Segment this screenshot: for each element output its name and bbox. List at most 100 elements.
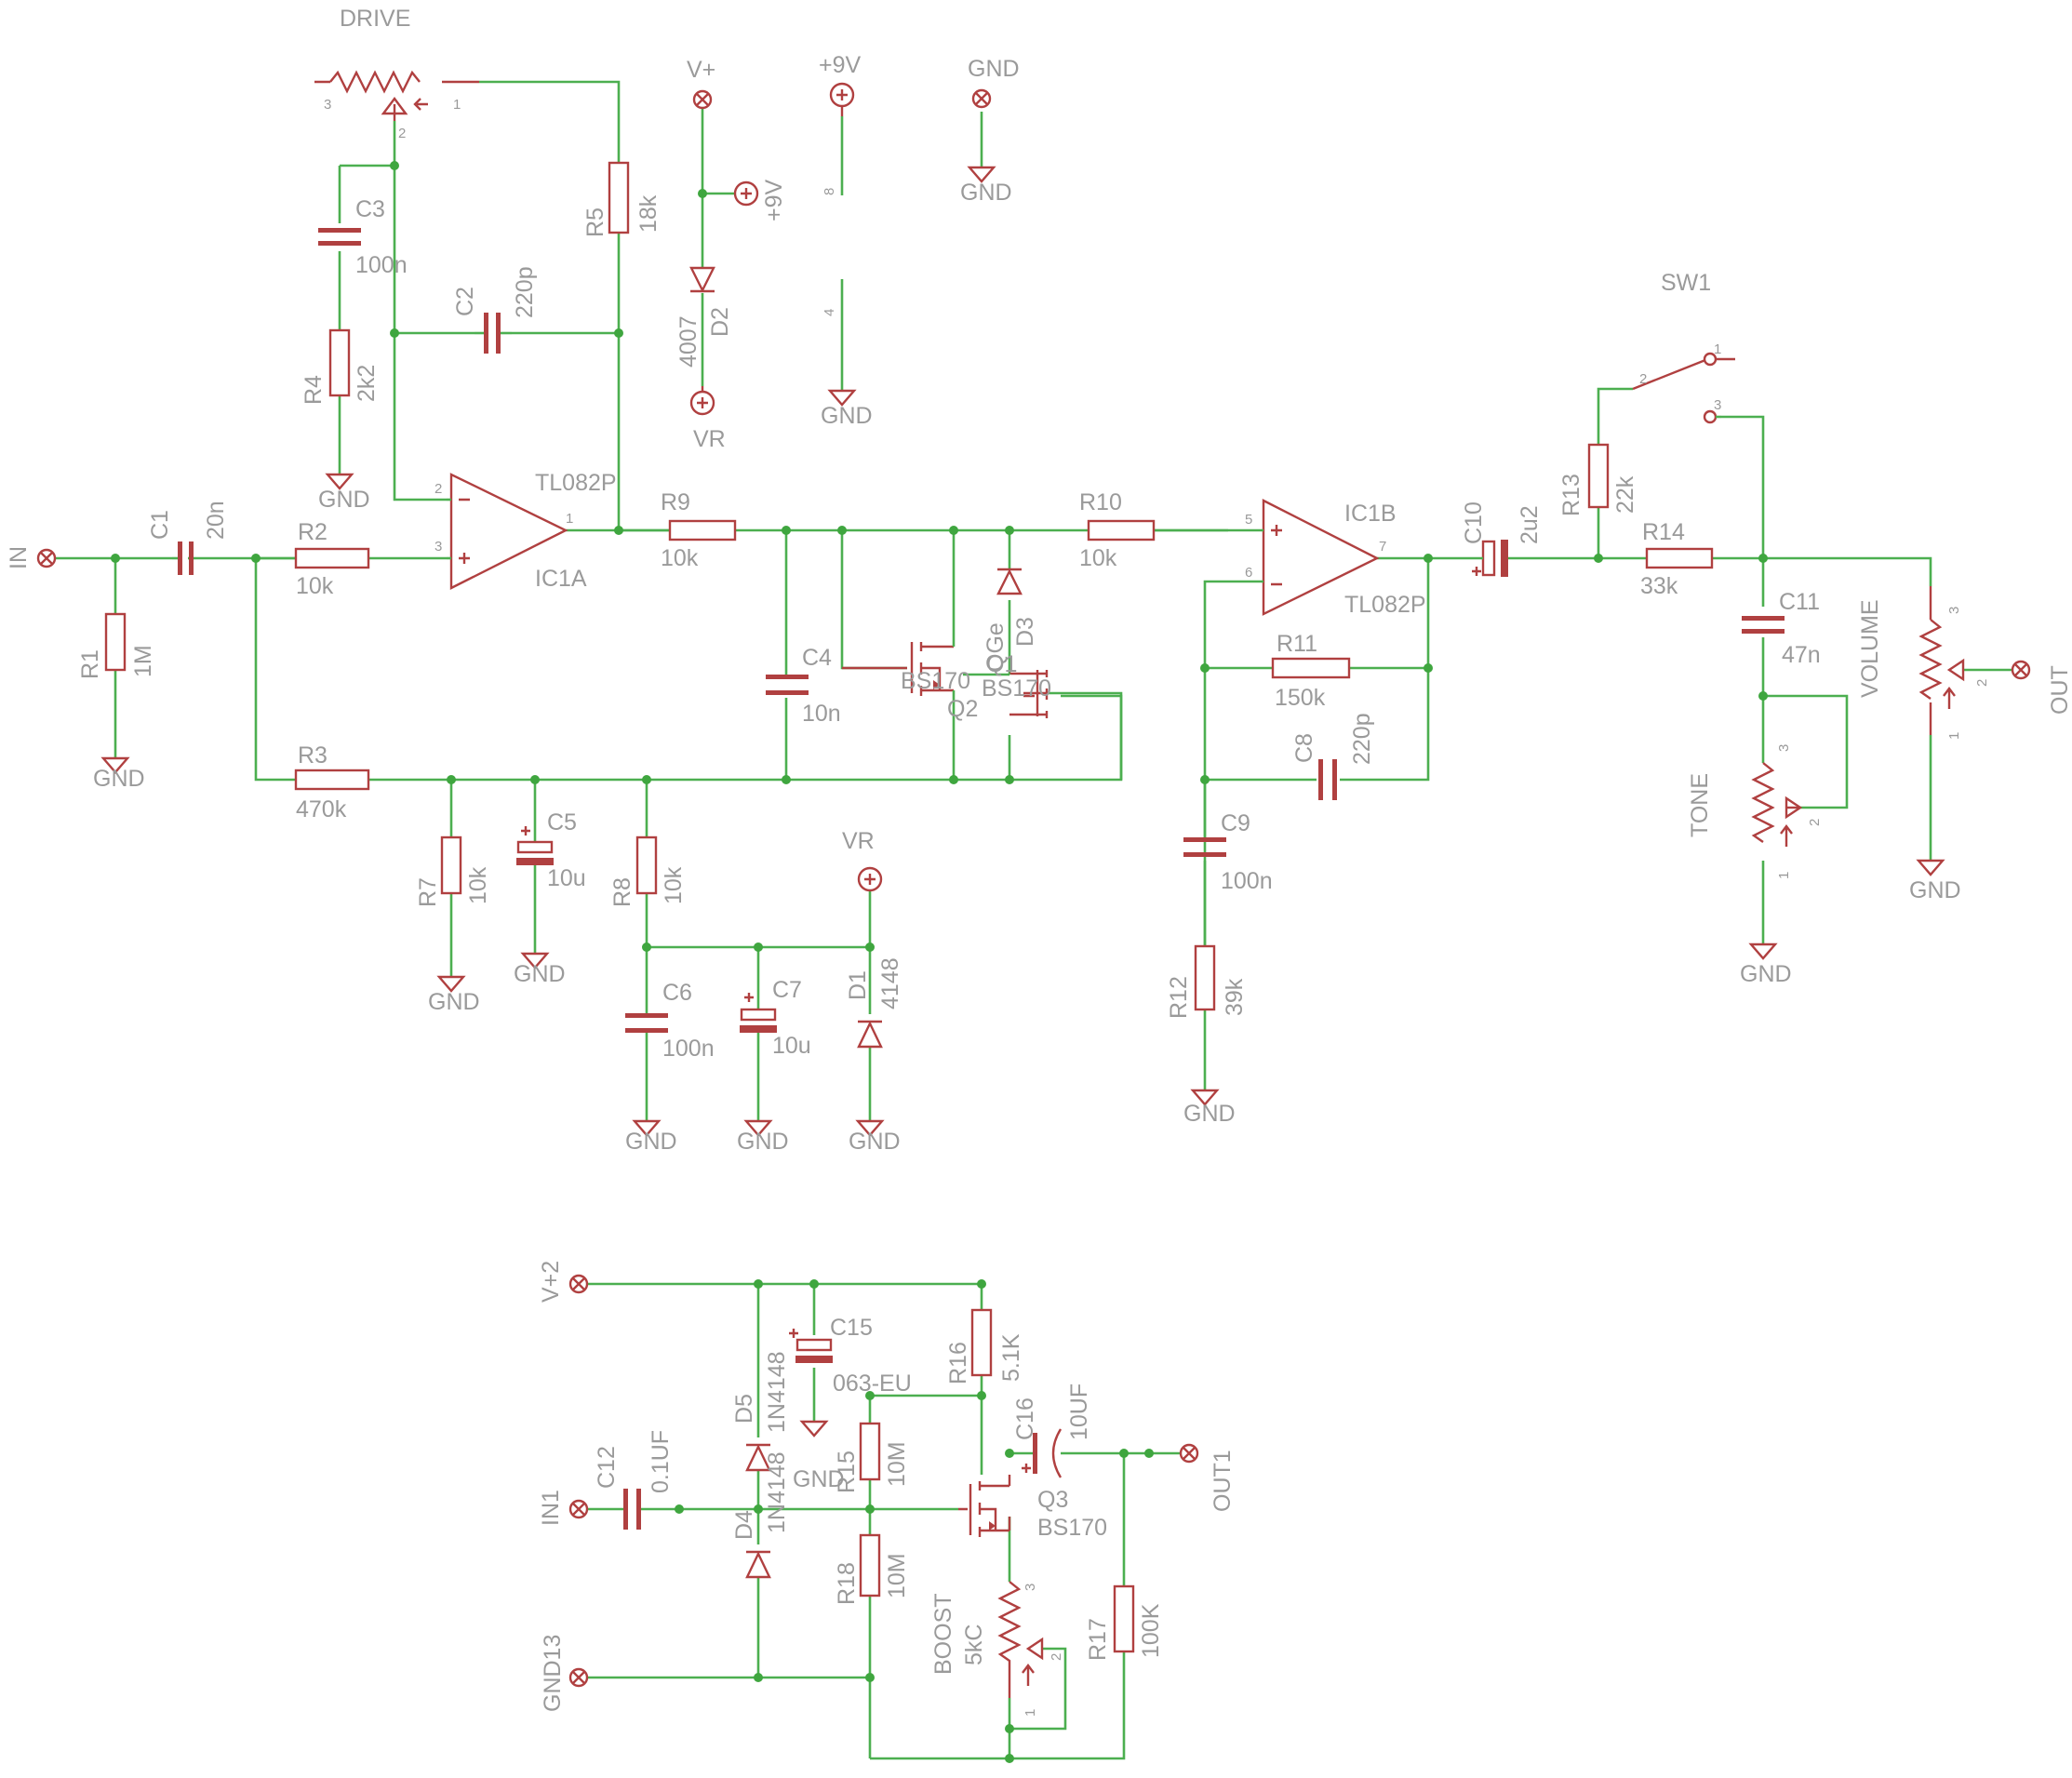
label-r16: R16	[945, 1342, 971, 1384]
label-r7-value: 10k	[465, 866, 491, 904]
q2-mosfet	[842, 633, 956, 716]
label-boost-pin2: 2	[1049, 1653, 1064, 1661]
label-sw1: SW1	[1661, 270, 1711, 296]
label-c12: C12	[594, 1446, 620, 1489]
vr-supply-symbol	[857, 866, 883, 892]
d1-diode	[857, 1020, 883, 1049]
label-r3: R3	[298, 742, 328, 769]
label-bs170-q2: BS170	[901, 668, 970, 694]
label-tone-pin1: 1	[1776, 872, 1792, 879]
label-vr-top: VR	[693, 426, 726, 452]
label-out: OUT	[2047, 665, 2072, 715]
label-c5: C5	[547, 809, 577, 836]
gnd13-terminal[interactable]	[568, 1667, 589, 1688]
label-gnd-ic: GND	[821, 403, 873, 429]
volume-pot[interactable]	[1918, 586, 1965, 735]
c6-symbol	[625, 1013, 668, 1033]
r5-body	[608, 161, 630, 234]
drive-pot[interactable]	[314, 70, 479, 121]
label-c10-value: 2u2	[1517, 505, 1543, 544]
label-c6-value: 100n	[662, 1036, 715, 1062]
label-d4: D4	[731, 1510, 757, 1540]
boost-pot[interactable]	[997, 1581, 1044, 1698]
out-terminal[interactable]	[2011, 660, 2031, 680]
ground-symbols	[100, 166, 1945, 1437]
c3-symbol	[318, 228, 361, 246]
label-c1-value: 20n	[203, 501, 229, 540]
label-ic1b: IC1B	[1344, 501, 1397, 527]
components	[36, 70, 2031, 1698]
label-gnd-c6: GND	[625, 1129, 677, 1155]
label-vplus2: V+2	[538, 1261, 564, 1303]
out1-terminal[interactable]	[1179, 1443, 1199, 1464]
label-r4: R4	[301, 375, 327, 405]
label-ic1b-pin6: 6	[1245, 565, 1252, 581]
r14-body	[1645, 547, 1714, 569]
label-c11: C11	[1779, 589, 1820, 615]
vplus2-terminal[interactable]	[568, 1274, 589, 1294]
label-q1: Q1	[986, 651, 1017, 677]
label-volume: VOLUME	[1857, 599, 1883, 698]
label-q2: Q2	[947, 696, 978, 722]
r8-body	[635, 836, 658, 895]
c8-symbol	[1318, 759, 1337, 800]
c1-symbol	[172, 541, 195, 575]
r4-body	[328, 328, 351, 397]
d2-diode	[689, 266, 715, 293]
c7-symbol	[740, 993, 777, 1033]
r18-body	[859, 1533, 881, 1598]
d3-diode	[996, 568, 1023, 595]
label-r11-value: 150k	[1275, 685, 1326, 711]
label-r12-value: 39k	[1222, 978, 1248, 1016]
label-drive: DRIVE	[340, 6, 410, 32]
label-d1-value: 4148	[877, 957, 903, 1009]
label-drive-pin2: 2	[398, 126, 406, 141]
label-gnd-top2: GND	[960, 180, 1012, 206]
label-in1: IN1	[538, 1490, 564, 1526]
r3-body	[294, 769, 370, 791]
q3-mosfet	[958, 1475, 1011, 1537]
gnd-terminal[interactable]	[971, 88, 992, 109]
label-r10-value: 10k	[1079, 545, 1117, 571]
r12-body	[1194, 944, 1216, 1011]
label-q3: Q3	[1037, 1487, 1068, 1513]
label-ic1a-pin2: 2	[434, 481, 442, 497]
label-r8-value: 10k	[661, 866, 687, 904]
in-terminal[interactable]	[36, 548, 57, 568]
label-volume-pin3: 3	[1946, 607, 1962, 614]
label-d5-value: 1N4148	[764, 1351, 790, 1433]
label-c3: C3	[355, 196, 385, 222]
label-d1: D1	[845, 970, 871, 1000]
label-c15-value: 063-EU	[833, 1370, 912, 1397]
label-r17-value: 100K	[1138, 1603, 1164, 1658]
r1-body	[104, 612, 127, 672]
label-r17: R17	[1085, 1618, 1111, 1661]
label-r12: R12	[1166, 976, 1192, 1019]
label-gnd-top: GND	[968, 56, 1020, 82]
label-r5: R5	[582, 207, 608, 237]
label-ic1b-pin5: 5	[1245, 512, 1252, 528]
c5-symbol	[516, 826, 554, 865]
label-r13: R13	[1558, 474, 1584, 516]
label-c12-value: 0.1UF	[648, 1430, 674, 1493]
tone-pot[interactable]	[1751, 762, 1803, 847]
label-in: IN	[6, 546, 32, 569]
label-c2-value: 220p	[512, 266, 538, 318]
label-r18: R18	[834, 1562, 860, 1605]
label-gnd-r4: GND	[318, 487, 370, 513]
q1-mosfet	[1008, 670, 1049, 718]
label-r5-value: 18k	[635, 194, 662, 233]
sw1-switch[interactable]	[1632, 352, 1735, 424]
label-r9-value: 10k	[661, 545, 699, 571]
label-qge: QGe	[983, 622, 1009, 672]
label-c4-value: 10n	[802, 701, 841, 727]
in1-terminal[interactable]	[568, 1499, 589, 1519]
vplus-terminal[interactable]	[692, 89, 713, 110]
label-tone: TONE	[1687, 773, 1713, 837]
label-c11-value: 47n	[1782, 642, 1821, 668]
label-r3-value: 470k	[296, 796, 347, 822]
ic1b-opamp	[1258, 499, 1380, 616]
r13-body	[1587, 443, 1610, 509]
label-c9-value: 100n	[1221, 868, 1273, 894]
